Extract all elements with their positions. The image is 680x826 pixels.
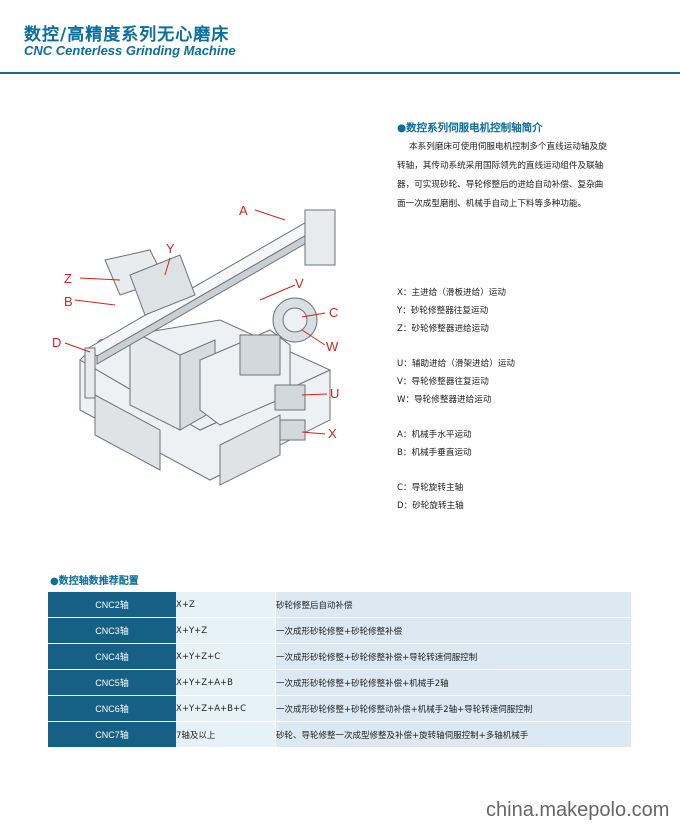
cell-function: 一次成形砂轮修整+砂轮修整补偿 — [275, 617, 631, 644]
cell-function: 一次成形砂轮修整+砂轮修整动补偿+机械手2轴+导轮转速伺服控制 — [275, 695, 631, 722]
axis-legend: X：主进给（滑板进给）运动 Y：砂轮修整器往复运动 Z：砂轮修整器进给运动 U：… — [397, 284, 637, 515]
axis-z: Z：砂轮修整器进给运动 — [397, 324, 489, 334]
callout-d: D — [52, 335, 62, 350]
table-row: CNC6轴 X+Y+Z+A+B+C 一次成形砂轮修整+砂轮修整动补偿+机械手2轴… — [48, 695, 631, 722]
callout-x: X — [328, 426, 337, 441]
config-heading: ●数控轴数推荐配置 — [50, 576, 139, 587]
callout-y: Y — [166, 241, 175, 256]
page-title-cn: 数控/高精度系列无心磨床 — [24, 25, 230, 45]
table-row: CNC3轴 X+Y+Z 一次成形砂轮修整+砂轮修整补偿 — [48, 617, 631, 644]
cell-function: 一次成形砂轮修整+砂轮修整补偿+机械手2轴 — [275, 669, 631, 696]
intro-heading: ●数控系列伺服电机控制轴简介 — [397, 122, 543, 134]
axis-y: Y：砂轮修整器往复运动 — [397, 306, 489, 316]
cell-name: CNC5轴 — [48, 669, 176, 696]
cell-axes: X+Z — [176, 592, 276, 618]
axis-x: X：主进给（滑板进给）运动 — [397, 288, 507, 298]
machine-diagram: A Y Z B D V C W U X — [40, 180, 360, 510]
axis-a: A：机械手水平运动 — [397, 430, 472, 440]
intro-body: 本系列磨床可使用伺服电机控制多个直线运动轴及旋转轴，其传动系统采用国际领先的直线… — [397, 142, 607, 209]
cell-name: CNC4轴 — [48, 643, 176, 670]
table-row: CNC2轴 X+Z 砂轮修整后自动补偿 — [48, 592, 631, 618]
cell-function: 砂轮修整后自动补偿 — [275, 592, 631, 618]
callout-u: U — [330, 386, 340, 401]
axis-b: B：机械手垂直运动 — [397, 448, 472, 458]
callout-b: B — [64, 294, 73, 309]
axis-w: W：导轮修整器进给运动 — [397, 395, 492, 405]
axis-u: U：辅助进给（滑架进给）运动 — [397, 359, 516, 369]
cell-function: 一次成形砂轮修整+砂轮修整补偿+导轮转速伺服控制 — [275, 643, 631, 670]
watermark: china.makepolo.com — [486, 799, 670, 821]
cell-axes: 7轴及以上 — [176, 721, 276, 748]
grinding-machine-illustration — [64, 209, 336, 486]
cell-axes: X+Y+Z+C — [176, 643, 276, 670]
cell-axes: X+Y+Z+A+B — [176, 669, 276, 696]
table-row: CNC5轴 X+Y+Z+A+B 一次成形砂轮修整+砂轮修整补偿+机械手2轴 — [48, 669, 631, 696]
callout-a: A — [239, 203, 248, 218]
cell-name: CNC2轴 — [48, 592, 176, 618]
axis-v: V：导轮修整器往复运动 — [397, 377, 489, 387]
cell-name: CNC3轴 — [48, 617, 176, 644]
callout-v: V — [295, 276, 304, 291]
cell-axes: X+Y+Z — [176, 617, 276, 644]
callout-z: Z — [64, 271, 72, 286]
cell-function: 砂轮、导轮修整一次成型修整及补偿+旋转轴伺服控制+多轴机械手 — [275, 721, 631, 748]
page-title-en: CNC Centerless Grinding Machine — [24, 43, 236, 58]
axis-c: C：导轮旋转主轴 — [397, 483, 464, 493]
callout-w: W — [326, 339, 339, 354]
config-table: CNC2轴 X+Z 砂轮修整后自动补偿 CNC3轴 X+Y+Z 一次成形砂轮修整… — [48, 592, 631, 748]
cell-name: CNC7轴 — [48, 721, 176, 748]
cell-name: CNC6轴 — [48, 695, 176, 722]
axis-d: D：砂轮旋转主轴 — [397, 501, 464, 511]
table-row: CNC4轴 X+Y+Z+C 一次成形砂轮修整+砂轮修整补偿+导轮转速伺服控制 — [48, 643, 631, 670]
callout-c: C — [329, 305, 339, 320]
cell-axes: X+Y+Z+A+B+C — [176, 695, 276, 722]
table-row: CNC7轴 7轴及以上 砂轮、导轮修整一次成型修整及补偿+旋转轴伺服控制+多轴机… — [48, 721, 631, 748]
title-divider — [0, 72, 680, 74]
